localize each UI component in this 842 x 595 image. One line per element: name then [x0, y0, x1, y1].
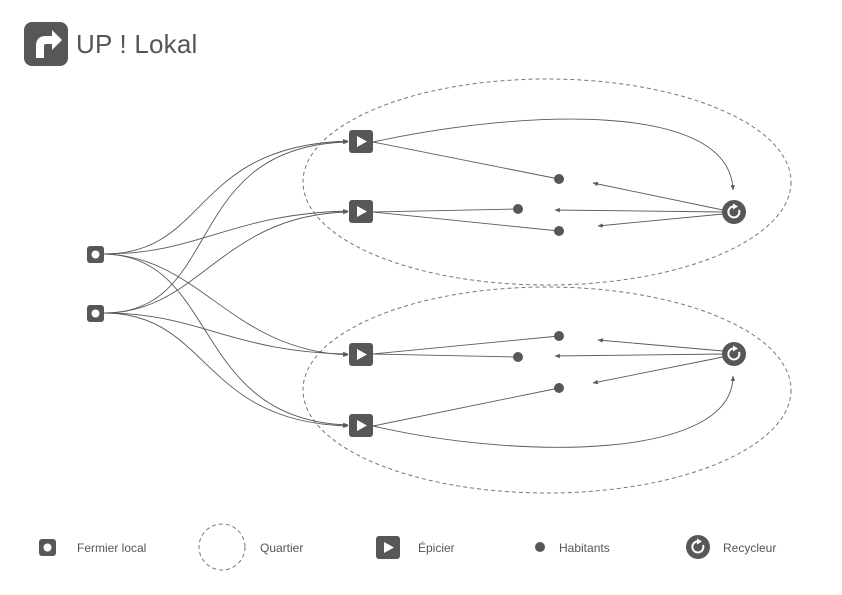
link-grocer1-recycler	[372, 118, 735, 191]
link-grocer3-resident	[372, 353, 519, 358]
link-recycler1-resident	[554, 207, 724, 213]
grocer-links	[372, 118, 736, 448]
resident-node	[513, 204, 523, 214]
link-recycler1-resident	[592, 181, 724, 211]
grocer-node	[349, 414, 373, 437]
legend-quarter-label: Quartier	[260, 541, 303, 555]
app-title: UP ! Lokal	[76, 28, 198, 59]
link-grocer3-resident	[372, 335, 560, 355]
legend-grocer-label: Épicier	[418, 540, 455, 555]
grocer-node	[349, 130, 373, 153]
link-grocer4-resident	[372, 387, 560, 427]
quarter-ellipse-bottom	[302, 286, 792, 494]
legend-residents-label: Habitants	[559, 541, 610, 555]
link-farmer2-grocer4	[103, 312, 349, 429]
link-grocer1-resident	[372, 141, 560, 180]
farmer-node	[87, 246, 104, 263]
link-farmer2-grocer1	[103, 139, 349, 314]
link-recycler2-resident	[597, 338, 724, 352]
link-farmer1-grocer1	[103, 138, 349, 255]
legend-recycler-icon	[686, 535, 710, 559]
legend-farmer-icon	[39, 539, 56, 556]
resident-node	[554, 331, 564, 341]
grocer-node	[349, 200, 373, 223]
link-recycler1-resident	[597, 213, 724, 228]
link-farmer2-grocer2	[103, 209, 349, 314]
legend-farmer-label: Fermier local	[77, 541, 146, 555]
link-recycler2-resident	[592, 356, 724, 385]
resident-node	[554, 226, 564, 236]
farmer-node	[87, 305, 104, 322]
resident-node	[513, 352, 523, 362]
resident-node	[554, 174, 564, 184]
link-farmer1-grocer2	[103, 208, 349, 255]
link-farmer1-grocer3	[103, 253, 349, 357]
recycler-node	[722, 200, 746, 224]
link-farmer1-grocer4	[103, 253, 349, 428]
recycler-links	[554, 181, 724, 385]
legend-recycler-label: Recycleur	[723, 541, 776, 555]
legend-residents-icon	[535, 542, 545, 552]
brand-header: UP ! Lokal	[24, 22, 197, 66]
resident-node	[554, 383, 564, 393]
legend-quarter-icon	[198, 523, 246, 571]
legend: Fermier local Quartier Épicier Habitants…	[39, 523, 776, 571]
link-grocer2-resident	[372, 211, 560, 232]
link-grocer2-resident	[372, 208, 519, 213]
recycler-node	[722, 342, 746, 366]
quarter-ellipse-top	[302, 78, 792, 286]
link-grocer4-recycler	[372, 375, 736, 448]
grocer-node	[349, 343, 373, 366]
link-recycler2-resident	[554, 353, 724, 359]
logo-icon	[24, 22, 68, 66]
resident-nodes	[513, 174, 564, 393]
link-farmer2-grocer3	[103, 312, 349, 357]
legend-grocer-icon	[376, 536, 400, 559]
farmer-to-grocer-links	[103, 138, 349, 429]
